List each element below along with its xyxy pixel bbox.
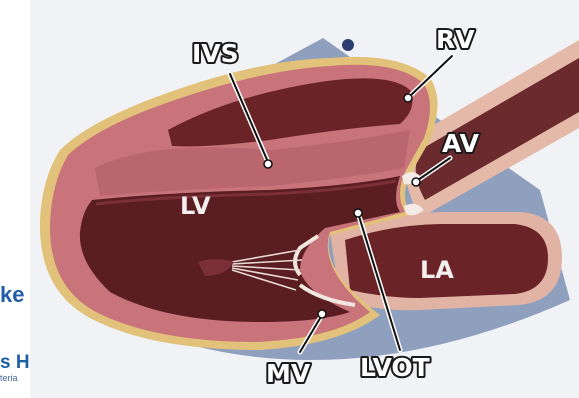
side-logo-text-1: ke <box>0 282 24 308</box>
label-rv: RV <box>436 25 475 54</box>
side-logo-text-3: teria <box>0 373 18 383</box>
label-ivs: IVS <box>192 39 239 68</box>
label-lv: LV <box>180 192 211 220</box>
label-mv: MV <box>266 359 311 388</box>
transducer-dot <box>342 39 354 51</box>
label-av: AV <box>442 129 480 158</box>
side-logo-text-2: s H <box>0 352 30 374</box>
label-la: LA <box>420 256 454 284</box>
label-lvot: LVOT <box>360 353 430 382</box>
